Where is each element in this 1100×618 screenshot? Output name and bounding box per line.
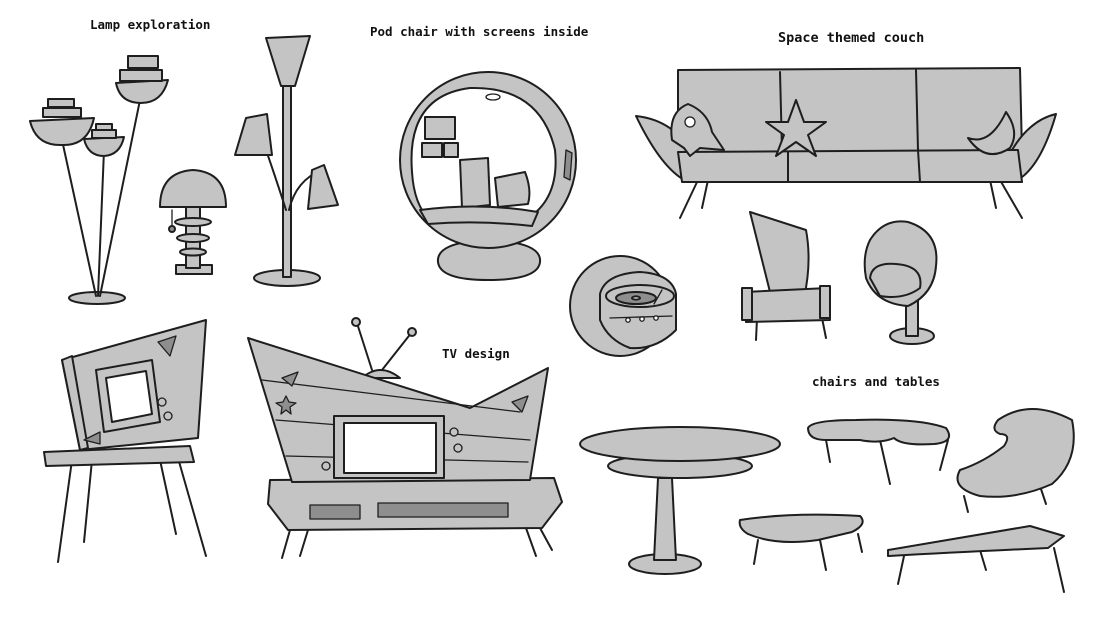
caption-pod-chair: Pod chair with screens inside — [370, 24, 589, 39]
retro-cabinet-tv — [43, 319, 207, 563]
triple-floor-lamp — [29, 55, 169, 305]
tv-design-console — [247, 317, 563, 559]
sphere-record-player — [569, 255, 677, 357]
kidney-coffee-table — [807, 418, 950, 485]
caption-space-couch: Space themed couch — [778, 30, 925, 46]
caption-chairs-and-tables: chairs and tables — [812, 374, 940, 389]
pod-chair — [399, 71, 577, 281]
egg-swivel-chair — [863, 220, 938, 345]
caption-lamp-exploration: Lamp exploration — [90, 17, 211, 32]
mushroom-table-lamp — [159, 169, 227, 275]
space-themed-couch — [635, 67, 1057, 219]
arc-floor-lamp — [234, 35, 339, 287]
boomerang-coffee-table — [887, 525, 1065, 593]
angled-lounge-chair — [741, 211, 831, 341]
swirl-side-table — [956, 408, 1075, 513]
triangular-coffee-table — [738, 513, 864, 571]
caption-tv-design: TV design — [442, 346, 510, 361]
round-pedestal-table — [579, 426, 781, 575]
